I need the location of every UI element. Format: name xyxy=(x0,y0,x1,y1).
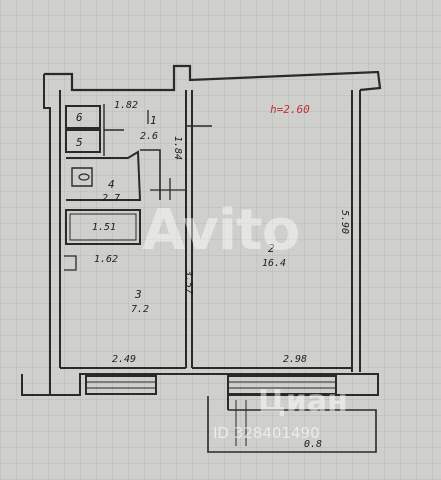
avito-watermark: Avito xyxy=(142,198,300,263)
dimension-2: 1.84 xyxy=(172,136,183,161)
room-5-number: 5 xyxy=(76,136,83,149)
dimension-6: 5.90 xyxy=(339,210,350,235)
dimension-5: 3.57 xyxy=(183,270,194,295)
cian-watermark: Циан xyxy=(258,384,348,419)
room-1-area: 2.6 xyxy=(140,131,159,142)
dimension-3: 1.51 xyxy=(92,222,117,233)
room-3-number: 3 xyxy=(135,288,142,301)
room-2-number: 2 xyxy=(268,242,275,255)
room-6-number: 6 xyxy=(76,111,83,124)
room-1-number: 1 xyxy=(150,114,157,127)
listing-id-watermark: ID 328401490 xyxy=(213,424,320,442)
room-4-area: 2.7 xyxy=(102,193,121,204)
room-3-area: 7.2 xyxy=(131,304,150,315)
dimension-9: 0.8 xyxy=(304,439,323,450)
dimension-7: 2.49 xyxy=(112,354,137,365)
room-2-area: 16.4 xyxy=(262,258,287,269)
ceiling-height-note: h=2.60 xyxy=(270,103,310,116)
dimension-1: 1.82 xyxy=(114,100,139,111)
dimension-8: 2.98 xyxy=(283,354,308,365)
room-4-number: 4 xyxy=(108,178,115,191)
dimension-4: 1.62 xyxy=(94,254,119,265)
